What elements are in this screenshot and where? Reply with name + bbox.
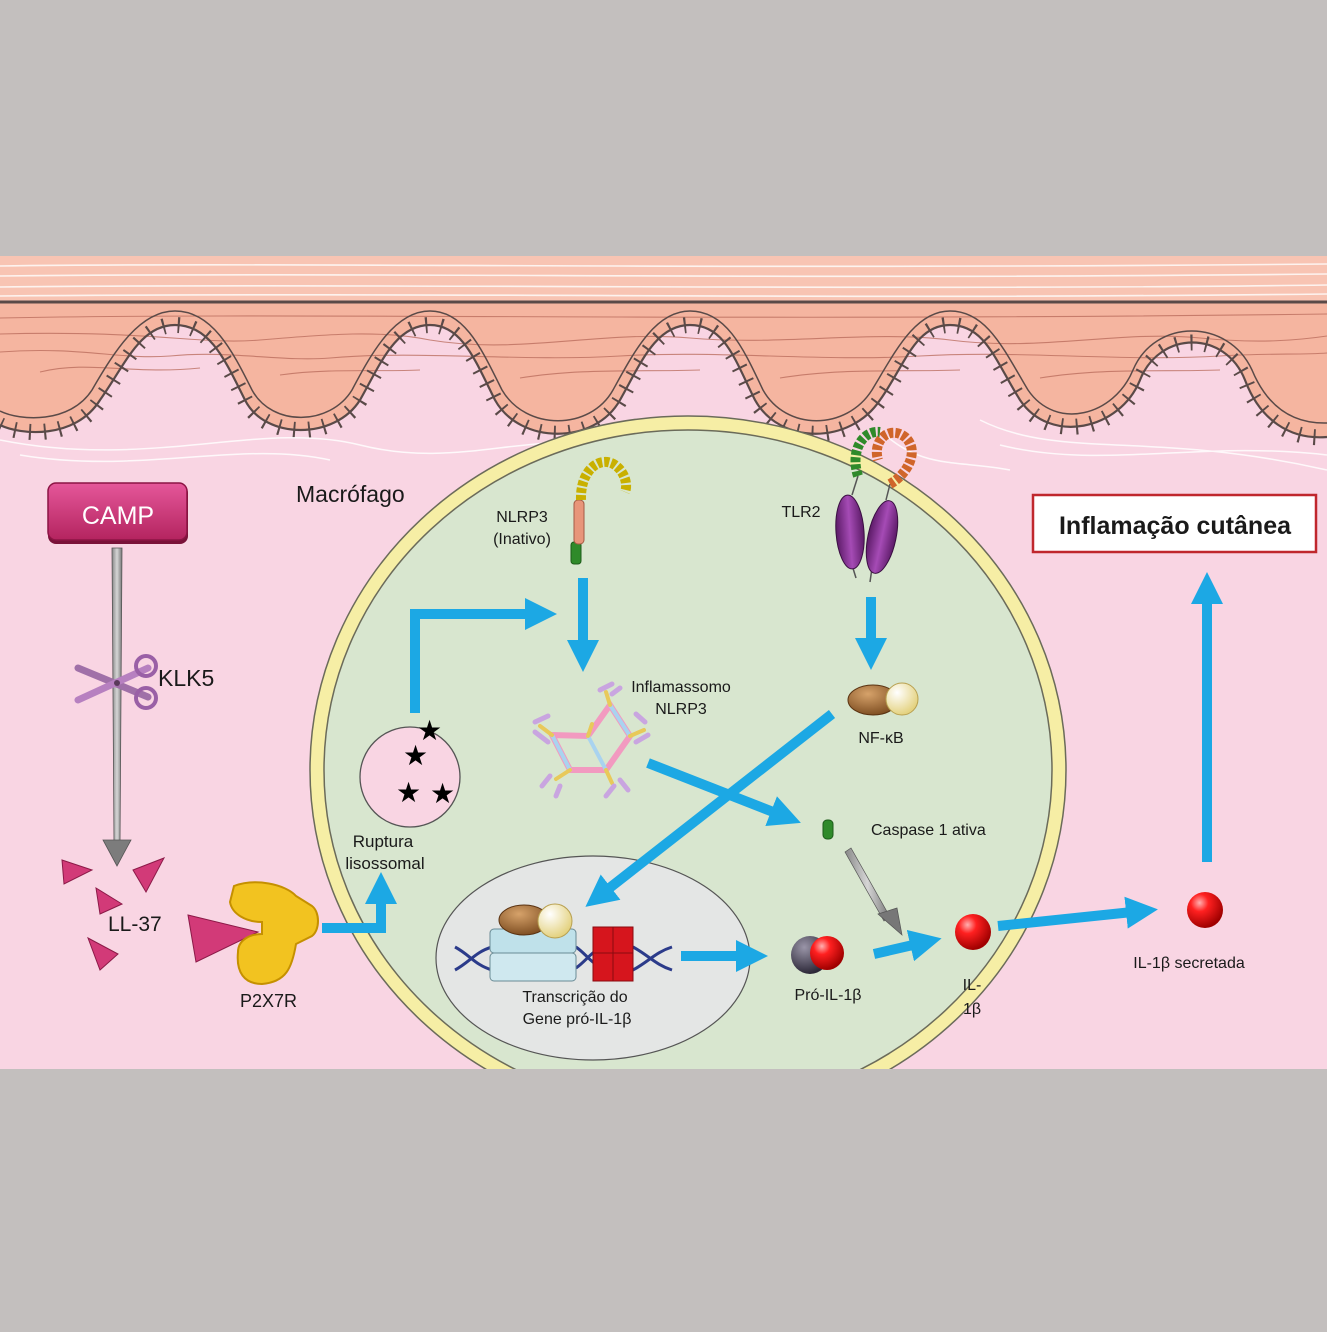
il1b-label-1: IL- [963,977,982,994]
inflammasome-label-2: NLRP3 [655,701,707,718]
il1b-secreted-icon [1187,892,1223,928]
pro-il1b-icon [791,936,844,974]
dermis-fibers [0,419,1327,471]
nlrp3-inactive-icon [570,456,632,565]
transcription-label-1: Transcrição do [522,989,627,1006]
il1b-icon [955,914,991,950]
lysosome [359,726,461,828]
il1b-secreted-label: IL-1β secretada [1133,955,1245,972]
p2x7r-label: P2X7R [240,991,297,1011]
inflammasome-icon [532,681,651,799]
nlrp3-inactive-label: (Inativo) [493,531,551,548]
ll37-label: LL-37 [108,913,162,936]
camp-label: CAMP [82,502,154,530]
svg-text:★: ★ [403,740,428,771]
nlrp3-label: NLRP3 [496,509,548,526]
svg-text:★: ★ [396,777,421,808]
klk5-label: KLK5 [158,665,214,691]
macrophage-label: Macrófago [296,481,405,507]
arrow-il1b-to-secreted [997,896,1158,931]
rupture-label-2: lisossomal [345,854,424,873]
svg-text:★: ★ [430,778,455,809]
nfkb-label: NF-κB [858,730,903,747]
nfkb-icon [847,682,919,716]
pathway-arrows [322,571,1224,973]
arrow-nfkb-to-nucleus [585,710,836,907]
camp-box [47,482,188,544]
cleavage-arrow-caspase [844,847,903,936]
p2x7r-receptor-icon [228,881,319,986]
caspase-label: Caspase 1 ativa [871,822,986,839]
tlr2-label: TLR2 [781,504,820,521]
caspase-1-icon [822,819,834,840]
arrow-p2x7r-to-lysosome [322,871,398,933]
dna-transcription-icon [454,903,673,982]
tlr2-receptor-icon [835,426,917,583]
ll37-peptides-icon [61,857,260,971]
skin-inflammation-label: Inflamação cutânea [1059,512,1292,540]
scissors-icon [74,654,158,710]
transcription-label-2: Gene pró-IL-1β [523,1011,632,1028]
arrow-inflammasome-to-caspase [646,758,801,827]
arrow-lysosome-to-nlrp3 [410,597,558,713]
rupture-label-1: Ruptura [353,832,414,851]
skin-inflammation-box [1031,493,1318,554]
arrow-pro-il1b-to-il1b [872,930,942,962]
skin-epidermis [0,256,1327,446]
lysosome-stars-icon: ★ ★ ★ ★ [396,715,455,809]
inflammasome-label-1: Inflamassomo [631,679,731,696]
il1b-label-2: 1β [963,1001,981,1018]
pro-il1b-label: Pró-IL-1β [795,987,862,1004]
cleavage-arrow [102,547,132,867]
svg-text:★: ★ [417,715,442,746]
